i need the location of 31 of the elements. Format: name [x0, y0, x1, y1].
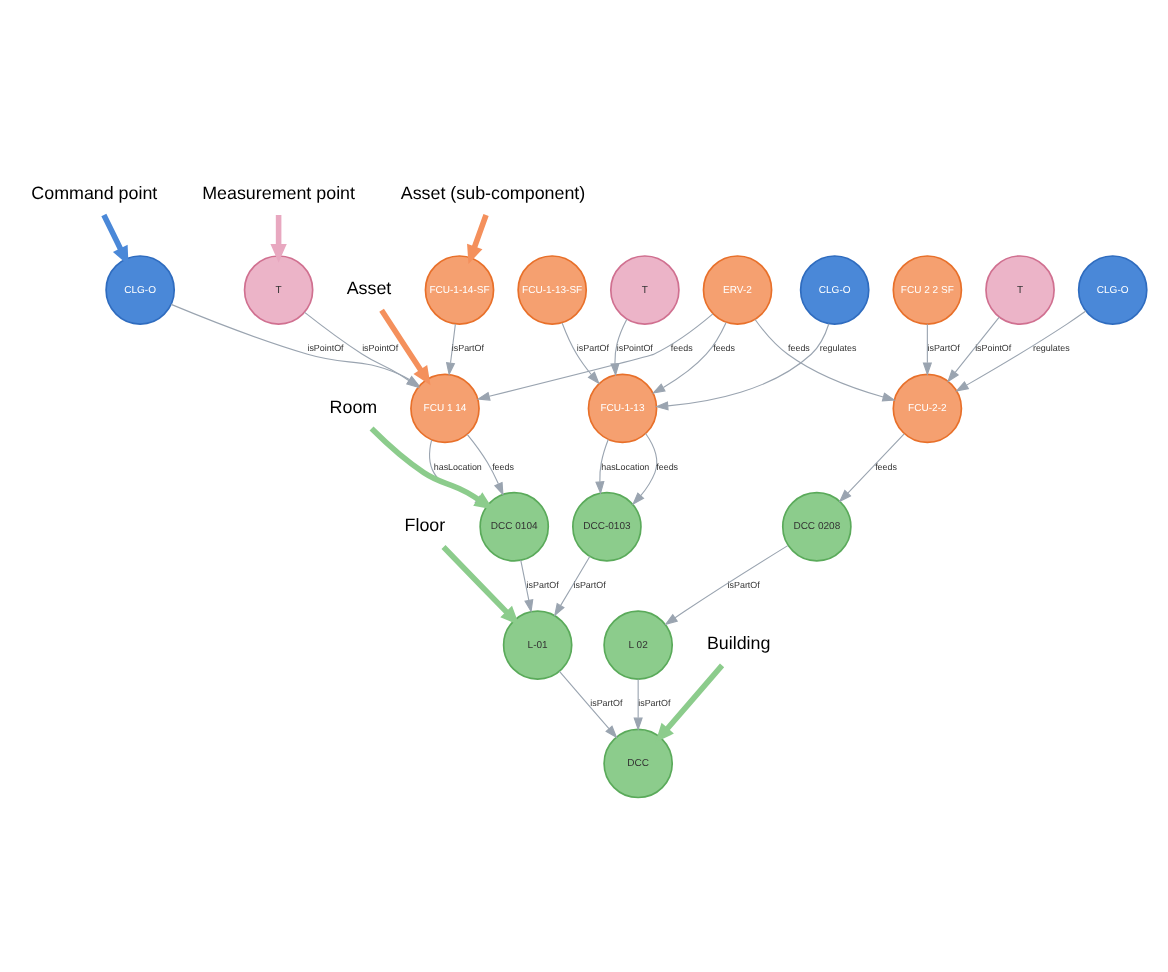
arrow: [467, 214, 489, 265]
arrow: [553, 556, 591, 617]
arrow: [558, 670, 618, 739]
arrow: [520, 559, 534, 614]
arrow: [476, 313, 714, 401]
arrow: [922, 323, 933, 376]
arrow: [595, 438, 609, 495]
node-text: Floor: [404, 515, 446, 535]
arrow: [441, 545, 520, 625]
arrow: [838, 433, 905, 503]
arrow: [633, 678, 643, 731]
arrow: [664, 545, 789, 626]
arrow: [610, 318, 628, 377]
arrow: [445, 323, 456, 376]
arrow: [466, 433, 504, 496]
arrow: [754, 318, 896, 402]
arrow: [654, 323, 830, 411]
arrow: [655, 663, 725, 743]
node-text: Measurement point: [202, 182, 355, 203]
arrow: [101, 213, 129, 266]
arrow: [955, 310, 1087, 392]
node-text: Asset: [346, 278, 392, 299]
arrow: [270, 215, 287, 263]
node-text: Room: [329, 396, 378, 417]
arrow: [947, 316, 1000, 383]
node-text: Command point: [31, 182, 158, 203]
arrow: [632, 432, 658, 506]
arrow: [651, 321, 727, 394]
arrow: [561, 322, 600, 385]
node-text: Asset (sub-component): [400, 182, 586, 203]
node-text: Building: [706, 633, 771, 654]
